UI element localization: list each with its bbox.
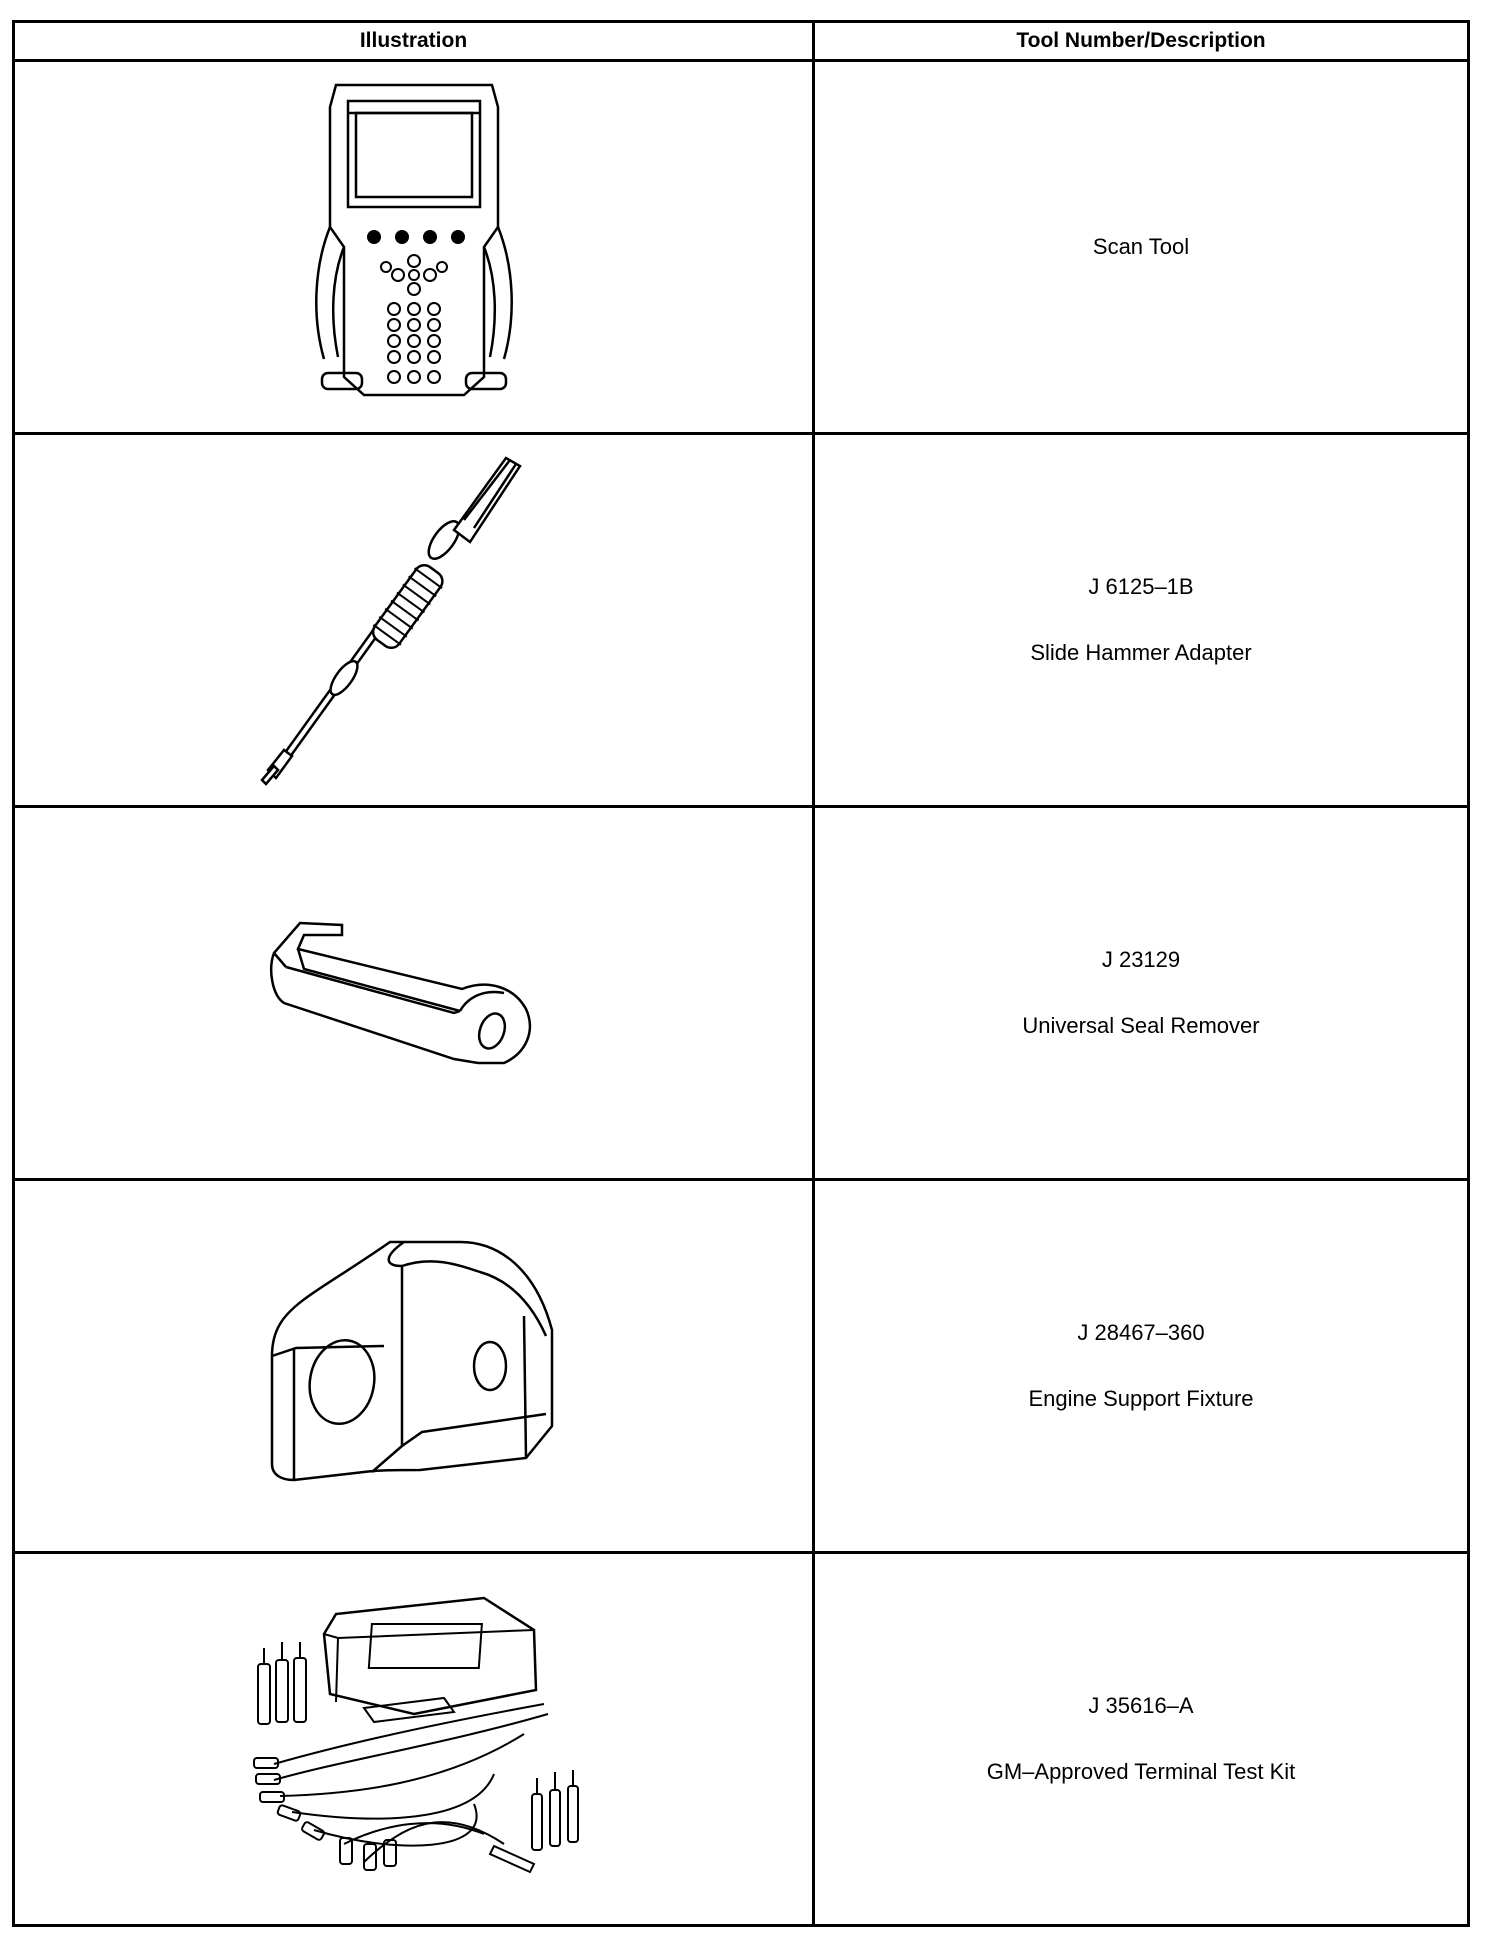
table-row: J 23129 Universal Seal Remover <box>12 805 1470 1181</box>
table-row: J 6125–1B Slide Hammer Adapter <box>12 432 1470 808</box>
tool-description: Universal Seal Remover <box>1022 1013 1260 1038</box>
table-row: Scan Tool <box>12 59 1470 435</box>
tool-description: Engine Support Fixture <box>1028 1386 1254 1411</box>
description-cell: Scan Tool <box>812 59 1470 435</box>
special-tools-table: Illustration Tool Number/Description <box>12 20 1470 1927</box>
tool-number: J 28467–360 <box>1077 1320 1205 1345</box>
support-fixture-illustration <box>264 1236 564 1496</box>
illustration-cell <box>12 805 815 1181</box>
tool-number: J 6125–1B <box>1088 574 1194 599</box>
tool-number: J 35616–A <box>1088 1693 1194 1718</box>
illustration-cell <box>12 59 815 435</box>
illustration-cell <box>12 432 815 808</box>
scan-tool-illustration <box>314 77 514 417</box>
terminal-test-kit-illustration <box>244 1594 584 1884</box>
description-cell: J 28467–360 Engine Support Fixture <box>812 1178 1470 1554</box>
slide-hammer-illustration <box>244 450 584 790</box>
description-cell: J 23129 Universal Seal Remover <box>812 805 1470 1181</box>
header-illustration: Illustration <box>12 20 815 62</box>
header-tool-number-description: Tool Number/Description <box>812 20 1470 62</box>
illustration-cell <box>12 1551 815 1927</box>
table-row: J 28467–360 Engine Support Fixture <box>12 1178 1470 1554</box>
description-cell: J 6125–1B Slide Hammer Adapter <box>812 432 1470 808</box>
tool-description: GM–Approved Terminal Test Kit <box>986 1759 1296 1784</box>
tool-description: Slide Hammer Adapter <box>1030 640 1252 665</box>
tool-description: Scan Tool <box>1092 234 1190 259</box>
tool-number: J 23129 <box>1101 947 1181 972</box>
illustration-cell <box>12 1178 815 1554</box>
table-row: J 35616–A GM–Approved Terminal Test Kit <box>12 1551 1470 1927</box>
description-cell: J 35616–A GM–Approved Terminal Test Kit <box>812 1551 1470 1927</box>
table-header-row: Illustration Tool Number/Description <box>12 20 1470 62</box>
seal-remover-illustration <box>264 913 564 1073</box>
